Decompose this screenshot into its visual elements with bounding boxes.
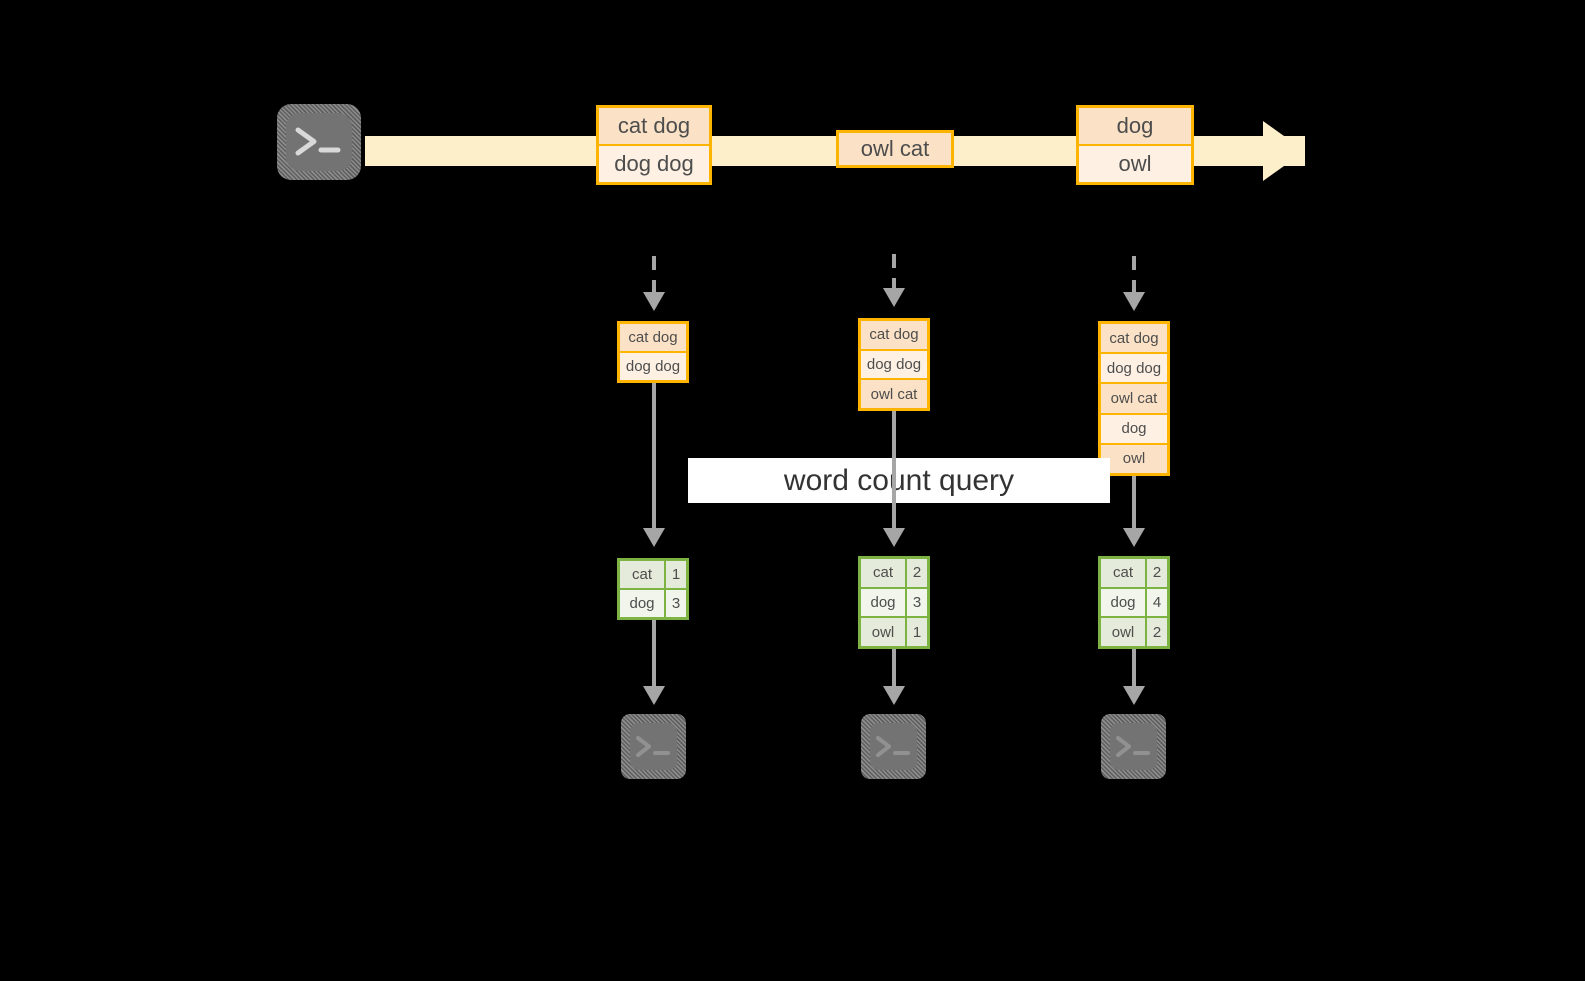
table-row: cat 2 <box>861 559 927 587</box>
output-line-1 <box>652 620 656 688</box>
table-row: dog 3 <box>861 586 927 617</box>
result-table-3[interactable]: cat 2 dog 4 owl 2 <box>1098 556 1170 649</box>
snapshot-line: dog dog <box>861 348 927 379</box>
query-arrowhead-1 <box>643 528 665 547</box>
result-word: cat <box>620 561 664 588</box>
terminal-body <box>1110 723 1157 770</box>
result-word: dog <box>1101 588 1145 617</box>
result-word: cat <box>1101 559 1145 587</box>
terminal-prompt-glyph <box>286 113 352 171</box>
snapshot-line: owl <box>1101 442 1167 474</box>
snapshot-line: owl cat <box>861 378 927 409</box>
record-line: owl cat <box>839 133 951 165</box>
consumer-terminal-icon-2[interactable] <box>861 714 926 779</box>
result-count: 4 <box>1145 588 1167 617</box>
record-line: cat dog <box>599 108 709 144</box>
result-word: owl <box>861 618 905 647</box>
result-count: 1 <box>664 561 686 588</box>
snapshot-tap-arrowhead-1 <box>643 292 665 311</box>
query-line-3 <box>1132 476 1136 530</box>
consumer-terminal-icon-3[interactable] <box>1101 714 1166 779</box>
query-banner: word count query <box>688 458 1110 503</box>
query-arrowhead-3 <box>1123 528 1145 547</box>
table-row: cat 1 <box>620 561 686 588</box>
stream-record-1[interactable]: cat dog dog dog <box>596 105 712 185</box>
result-count: 2 <box>905 559 927 587</box>
stream-arrowhead <box>1263 121 1305 181</box>
output-arrowhead-3 <box>1123 686 1145 705</box>
result-table-1[interactable]: cat 1 dog 3 <box>617 558 689 620</box>
record-line: owl <box>1079 144 1191 182</box>
producer-terminal-icon[interactable] <box>277 104 361 180</box>
query-line-1 <box>652 383 656 530</box>
snapshot-tap-line-2 <box>892 254 896 290</box>
result-word: dog <box>620 590 664 617</box>
terminal-prompt-glyph <box>630 723 677 770</box>
snapshot-line: dog dog <box>1101 352 1167 383</box>
result-word: owl <box>1101 618 1145 647</box>
consumer-terminal-icon-1[interactable] <box>621 714 686 779</box>
table-row: cat 2 <box>1101 559 1167 587</box>
table-row: dog 4 <box>1101 586 1167 617</box>
result-count: 2 <box>1145 618 1167 647</box>
result-count: 3 <box>664 590 686 617</box>
table-row: dog 3 <box>620 588 686 617</box>
snapshot-stack-3[interactable]: cat dog dog dog owl cat dog owl <box>1098 321 1170 476</box>
snapshot-tap-arrowhead-2 <box>883 288 905 307</box>
result-count: 3 <box>905 588 927 617</box>
snapshot-stack-1[interactable]: cat dog dog dog <box>617 321 689 383</box>
result-word: dog <box>861 588 905 617</box>
query-line-2 <box>892 411 896 530</box>
result-count: 1 <box>905 618 927 647</box>
output-arrowhead-2 <box>883 686 905 705</box>
result-word: cat <box>861 559 905 587</box>
terminal-body <box>630 723 677 770</box>
snapshot-line: cat dog <box>620 324 686 351</box>
stream-record-2[interactable]: owl cat <box>836 130 954 168</box>
output-arrowhead-1 <box>643 686 665 705</box>
record-line: dog <box>1079 108 1191 144</box>
snapshot-line: cat dog <box>861 321 927 349</box>
snapshot-tap-arrowhead-3 <box>1123 292 1145 311</box>
table-row: owl 1 <box>861 616 927 647</box>
stream-record-3[interactable]: dog owl <box>1076 105 1194 185</box>
snapshot-line: dog dog <box>620 351 686 380</box>
result-table-2[interactable]: cat 2 dog 3 owl 1 <box>858 556 930 649</box>
snapshot-line: owl cat <box>1101 382 1167 413</box>
snapshot-stack-2[interactable]: cat dog dog dog owl cat <box>858 318 930 411</box>
terminal-body <box>870 723 917 770</box>
terminal-prompt-glyph <box>1110 723 1157 770</box>
record-line: dog dog <box>599 144 709 182</box>
output-line-3 <box>1132 649 1136 688</box>
terminal-body <box>286 113 352 171</box>
output-line-2 <box>892 649 896 688</box>
snapshot-line: cat dog <box>1101 324 1167 353</box>
table-row: owl 2 <box>1101 616 1167 647</box>
terminal-prompt-glyph <box>870 723 917 770</box>
query-banner-label: word count query <box>783 463 1015 497</box>
query-arrowhead-2 <box>883 528 905 547</box>
snapshot-tap-line-1 <box>652 256 656 294</box>
snapshot-tap-line-3 <box>1132 256 1136 294</box>
result-count: 2 <box>1145 559 1167 587</box>
snapshot-line: dog <box>1101 412 1167 443</box>
